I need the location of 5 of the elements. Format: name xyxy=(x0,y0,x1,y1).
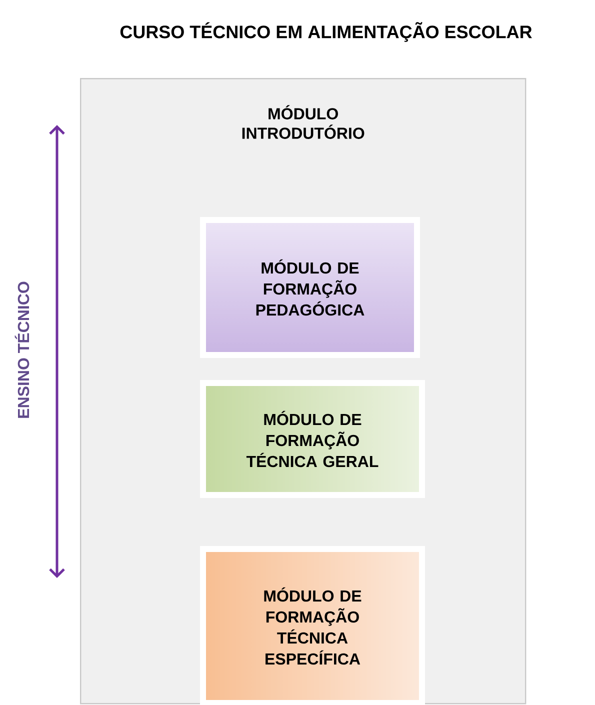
module-box: MÓDULO DE FORMAÇÃO TÉCNICA ESPECÍFICA xyxy=(200,546,425,705)
module-box: MÓDULO DE FORMAÇÃO TÉCNICA GERAL xyxy=(200,380,425,498)
title: CURSO TÉCNICO EM ALIMENTAÇÃO ESCOLAR xyxy=(120,22,532,42)
module-box: MÓDULO DE FORMAÇÃO PEDAGÓGICA xyxy=(200,217,420,358)
side-label: ENSINO TÉCNICO xyxy=(14,282,30,418)
